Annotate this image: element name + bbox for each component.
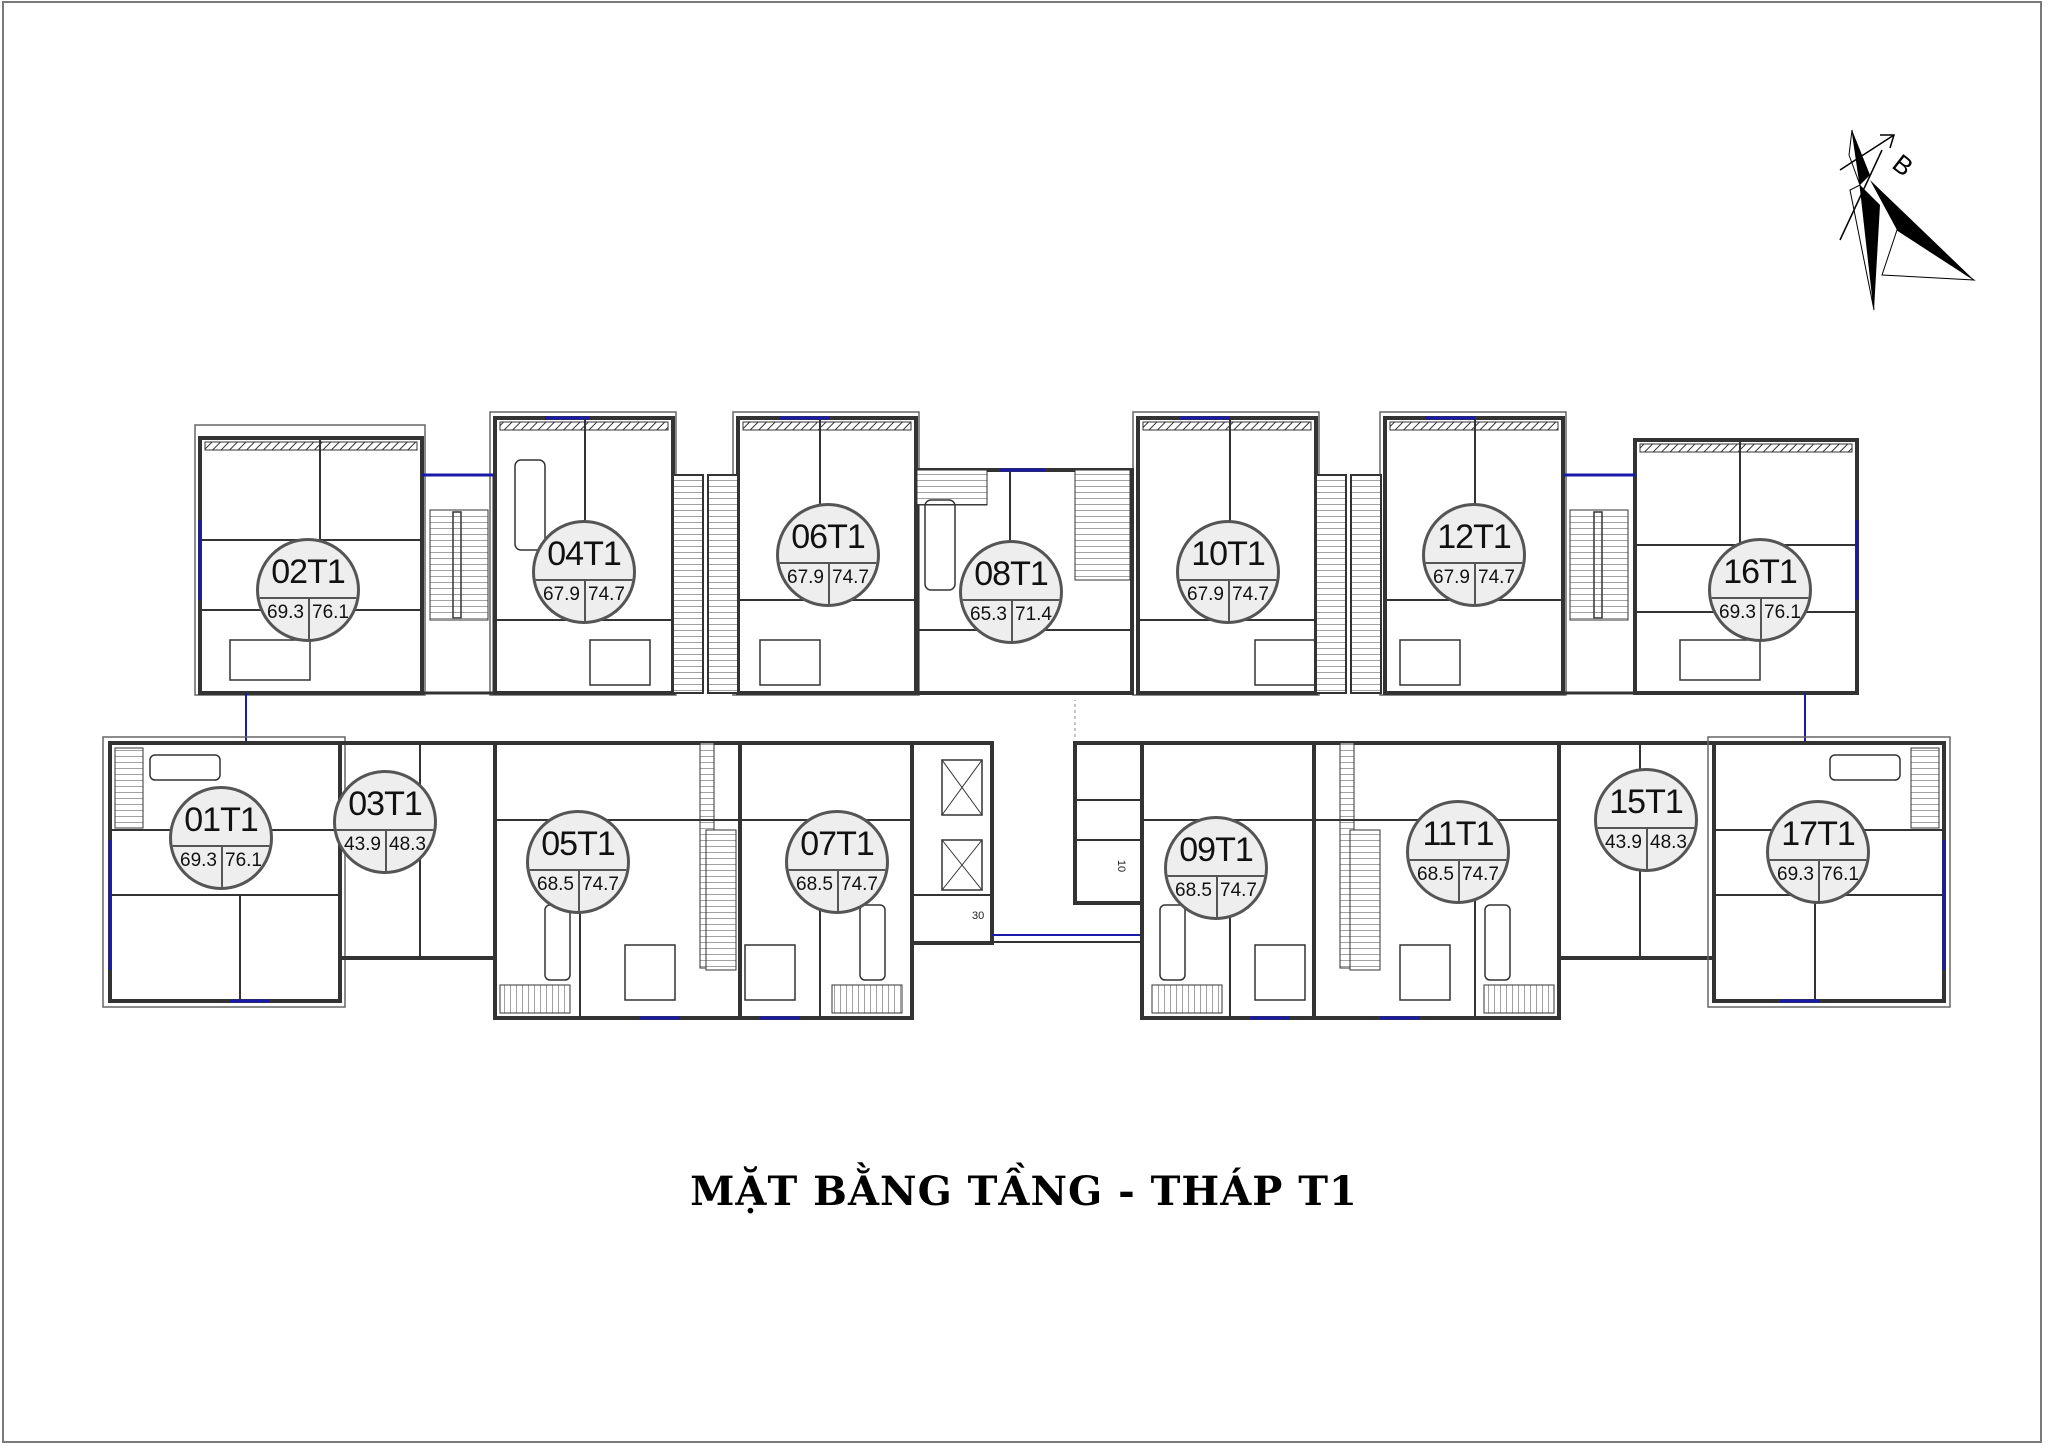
unit-code: 03T1 [348,785,423,823]
unit-code: 04T1 [547,535,622,573]
unit-area-clear: 43.9 [1605,832,1642,853]
unit-code: 07T1 [800,825,875,863]
unit-area-clear: 69.3 [180,850,217,871]
unit-badge-08T1[interactable]: 08T1 65.3 71.4 [959,540,1063,644]
unit-badge-10T1[interactable]: 10T1 67.9 74.7 [1176,520,1280,624]
unit-area-gross: 74.7 [582,874,619,895]
divider [1474,562,1476,604]
unit-area-clear: 69.3 [267,602,304,623]
unit-code: 17T1 [1781,815,1856,853]
unit-code: 12T1 [1437,518,1512,556]
unit-area-gross: 71.4 [1015,604,1052,625]
unit-area-clear: 67.9 [787,567,824,588]
dimension-label-core-right: 10 [1115,859,1128,873]
divider [828,562,830,604]
unit-badge-02T1[interactable]: 02T1 69.3 76.1 [256,538,360,642]
unit-area-gross: 74.7 [832,567,869,588]
unit-code: 02T1 [271,553,346,591]
unit-area-clear: 68.5 [1175,880,1212,901]
divider [1011,599,1013,641]
unit-code: 15T1 [1609,783,1684,821]
unit-area-clear: 68.5 [537,874,574,895]
divider [1646,827,1648,869]
page-title: MẶT BẰNG TẦNG - THÁP T1 [690,1168,1358,1215]
divider [1458,859,1460,901]
divider [837,869,839,911]
unit-code: 05T1 [541,825,616,863]
unit-area-clear: 67.9 [1433,567,1470,588]
unit-badge-11T1[interactable]: 11T1 68.5 74.7 [1406,800,1510,904]
unit-badge-04T1[interactable]: 04T1 67.9 74.7 [532,520,636,624]
divider [1760,597,1762,639]
unit-area-gross: 76.1 [225,850,262,871]
unit-code: 08T1 [974,555,1049,593]
unit-code: 10T1 [1191,535,1266,573]
unit-badge-01T1[interactable]: 01T1 69.3 76.1 [169,786,273,890]
unit-area-gross: 76.1 [1822,864,1859,885]
unit-code: 09T1 [1179,831,1254,869]
divider [1216,875,1218,917]
unit-badge-05T1[interactable]: 05T1 68.5 74.7 [526,810,630,914]
unit-badge-03T1[interactable]: 03T1 43.9 48.3 [333,770,437,874]
unit-area-clear: 67.9 [543,584,580,605]
divider [221,845,223,887]
unit-badge-15T1[interactable]: 15T1 43.9 48.3 [1594,768,1698,872]
unit-badge-06T1[interactable]: 06T1 67.9 74.7 [776,503,880,607]
unit-area-gross: 74.7 [1478,567,1515,588]
unit-code: 16T1 [1723,553,1798,591]
unit-area-gross: 74.7 [1220,880,1257,901]
divider [308,597,310,639]
unit-code: 11T1 [1422,815,1495,853]
unit-area-clear: 68.5 [796,874,833,895]
unit-area-gross: 74.7 [841,874,878,895]
divider [578,869,580,911]
unit-badge-12T1[interactable]: 12T1 67.9 74.7 [1422,503,1526,607]
unit-area-gross: 74.7 [588,584,625,605]
divider [1228,579,1230,621]
unit-area-clear: 69.3 [1719,602,1756,623]
unit-badge-09T1[interactable]: 09T1 68.5 74.7 [1164,816,1268,920]
unit-badge-17T1[interactable]: 17T1 69.3 76.1 [1766,800,1870,904]
unit-area-clear: 43.9 [344,834,381,855]
north-arrow-icon [1839,129,1976,311]
unit-area-gross: 76.1 [312,602,349,623]
unit-area-clear: 65.3 [970,604,1007,625]
unit-area-gross: 74.7 [1232,584,1269,605]
unit-area-gross: 76.1 [1764,602,1801,623]
unit-area-clear: 68.5 [1417,864,1454,885]
unit-area-gross: 74.7 [1462,864,1499,885]
unit-area-gross: 48.3 [389,834,426,855]
dimension-label-core-left: 30 [972,910,985,922]
unit-code: 06T1 [791,518,866,556]
unit-area-gross: 48.3 [1650,832,1687,853]
divider [385,829,387,871]
unit-code: 01T1 [184,801,259,839]
unit-badge-07T1[interactable]: 07T1 68.5 74.7 [785,810,889,914]
divider [1818,859,1820,901]
unit-badge-16T1[interactable]: 16T1 69.3 76.1 [1708,538,1812,642]
unit-area-clear: 69.3 [1777,864,1814,885]
divider [584,579,586,621]
unit-area-clear: 67.9 [1187,584,1224,605]
